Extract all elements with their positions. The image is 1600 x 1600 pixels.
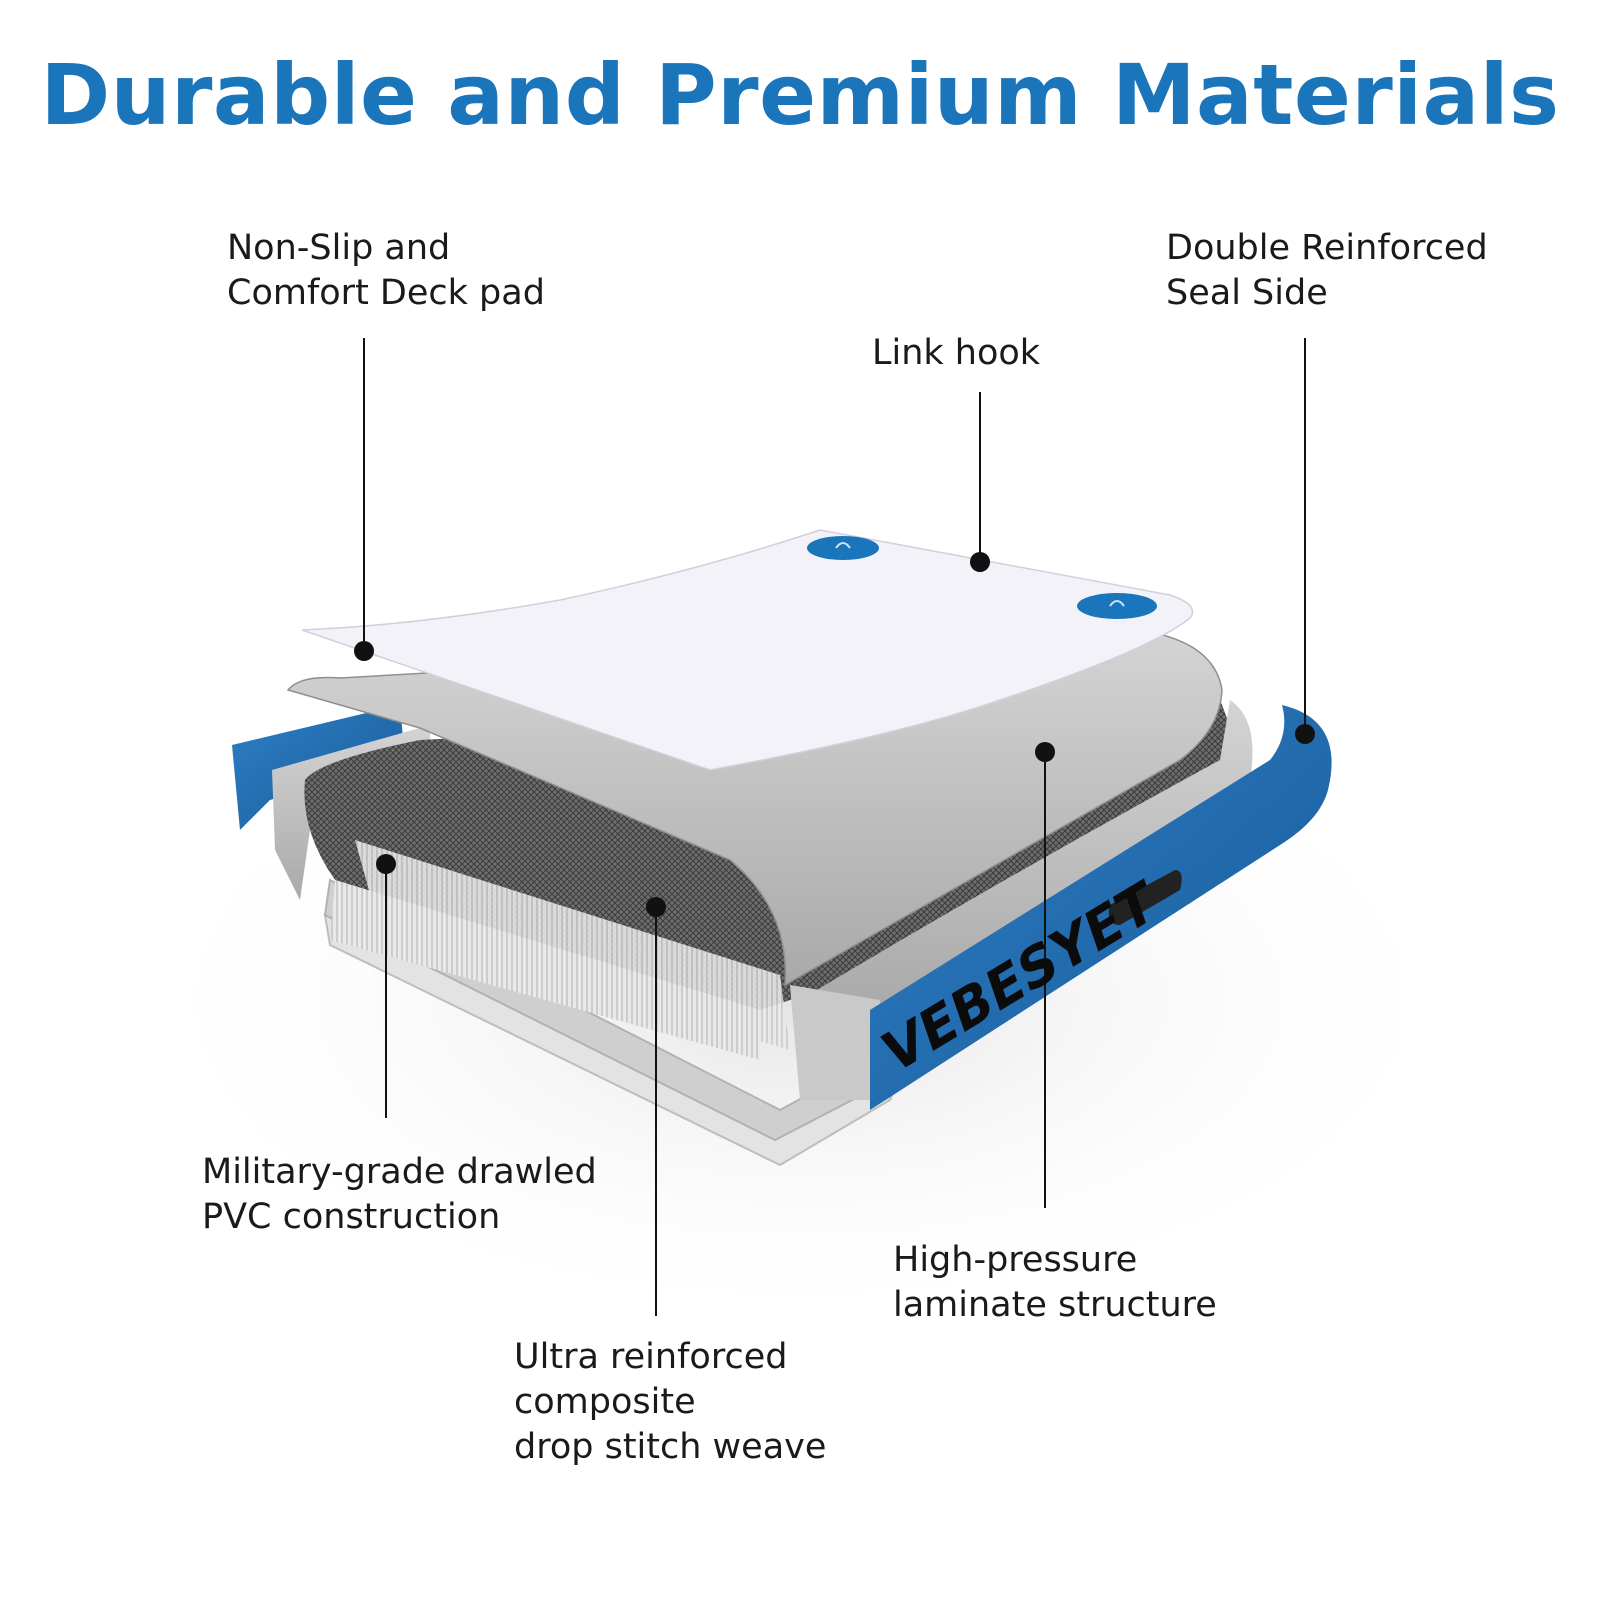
- label-laminate: High-pressure laminate structure: [893, 1240, 1217, 1325]
- middle-grey-sheet: [286, 631, 1223, 987]
- label-drop-stitch: Ultra reinforced composite drop stitch w…: [514, 1337, 827, 1467]
- link-hook-blue-1: [807, 536, 879, 560]
- label-pvc: Military-grade drawled PVC construction: [202, 1152, 597, 1237]
- link-hook-icon-2: [1109, 600, 1125, 607]
- drop-stitch-threads-front: [355, 840, 790, 1050]
- link-hook-icon-1: [835, 542, 851, 549]
- callout-dots: [354, 552, 1315, 917]
- pvc-dot: [376, 854, 396, 874]
- label-link-hook: Link hook: [872, 333, 1041, 373]
- link-hook-blue-2: [1077, 593, 1157, 619]
- label-seal-side: Double Reinforced Seal Side: [1166, 228, 1488, 313]
- right-seal-strip: [870, 705, 1332, 1110]
- seal-side-dot: [1295, 724, 1315, 744]
- callout-lines: [363, 338, 1306, 1316]
- deck-pad-dot: [354, 641, 374, 661]
- right-grey-wrap: [800, 700, 1253, 1010]
- page-title: Durable and Premium Materials: [40, 46, 1560, 144]
- drop-stitch-dot: [646, 897, 666, 917]
- label-deck-pad: Non-Slip and Comfort Deck pad: [227, 228, 545, 313]
- front-grey-wall: [790, 985, 880, 1100]
- deck-pad-sheet: [301, 529, 1194, 771]
- link-hook-dot: [970, 552, 990, 572]
- carry-handle: [1108, 870, 1182, 925]
- laminate-dot: [1035, 742, 1055, 762]
